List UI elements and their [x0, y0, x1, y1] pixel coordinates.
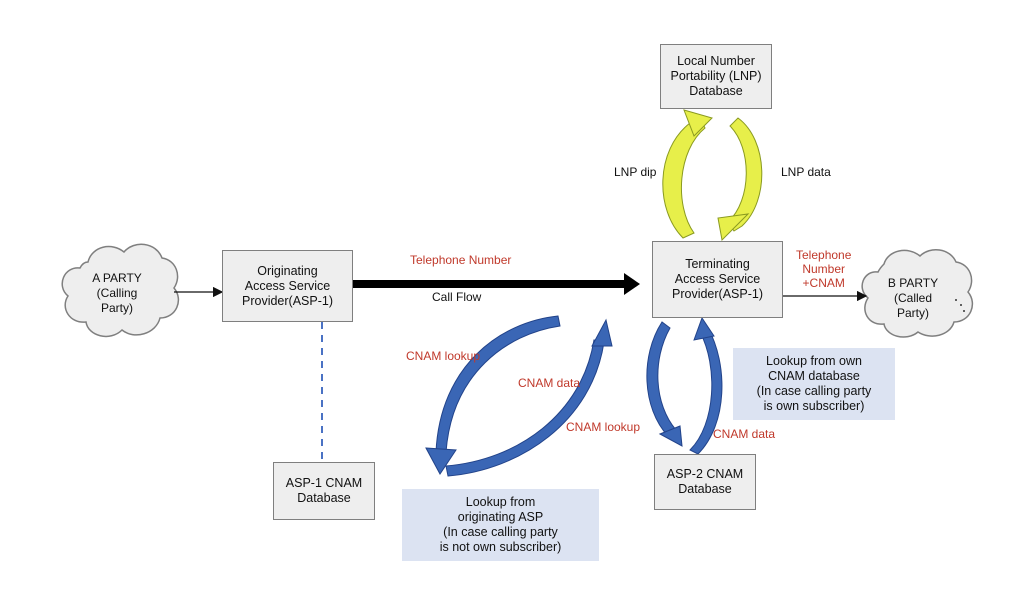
orig-lookup-line-1: Lookup from	[465, 495, 536, 509]
a-party-line-1: A PARTY	[92, 271, 142, 285]
orig-lookup-line-4: is not own subscriber)	[439, 540, 562, 554]
cnam-lookup-right-label: CNAM lookup	[566, 420, 641, 434]
asp2-cnam-line-1: ASP-2 CNAM	[666, 467, 744, 481]
own-lookup-line-4: is own subscriber)	[763, 399, 865, 413]
own-lookup-line-3: (In case calling party	[756, 384, 872, 398]
lnp-data-arrow	[717, 117, 763, 242]
cnam-lookup-right-arrow	[646, 321, 683, 447]
lnp-database-box: Local Number Portability (LNP) Database	[660, 44, 772, 109]
a-party-label: A PARTY (Calling Party)	[82, 271, 152, 316]
telephone-number-cnam-label: Telephone Number +CNAM	[796, 248, 851, 290]
a-party-line-2: (Calling	[96, 286, 138, 300]
asp1-cnam-line-2: Database	[297, 491, 351, 505]
tn-cnam-line-3: +CNAM	[802, 276, 845, 290]
asp2-cnam-database-box: ASP-2 CNAM Database	[654, 454, 756, 510]
asp2-cnam-line-2: Database	[678, 482, 732, 496]
lnp-line-1: Local Number	[677, 54, 755, 68]
originating-line-2: Access Service	[244, 278, 331, 293]
lnp-line-3: Database	[689, 84, 743, 98]
originating-line-3: Provider(ASP-1)	[242, 293, 333, 308]
call-flow-label: Call Flow	[432, 290, 482, 304]
originating-lookup-note: Lookup from originating ASP (In case cal…	[402, 489, 599, 561]
cnam-lookup-left-arrow	[425, 315, 561, 475]
terminating-line-1: Terminating	[685, 257, 750, 271]
b-party-cloud	[861, 249, 974, 338]
terminating-asp-box: Terminating Access Service Provider(ASP-…	[652, 241, 783, 318]
own-lookup-line-2: CNAM database	[768, 369, 860, 383]
cnam-data-right-arrow	[689, 316, 723, 455]
asp1-cnam-line-1: ASP-1 CNAM	[285, 476, 363, 490]
originating-asp-box: Originating Access Service Provider(ASP-…	[222, 250, 353, 322]
cnam-data-left-arrow	[445, 318, 613, 477]
cnam-lookup-left-label: CNAM lookup	[406, 349, 481, 363]
asp1-cnam-database-box: ASP-1 CNAM Database	[273, 462, 375, 520]
terminating-line-3: Provider(ASP-1)	[672, 287, 763, 301]
orig-lookup-line-2: originating ASP	[457, 510, 544, 524]
orig-lookup-line-3: (In case calling party	[443, 525, 558, 539]
a-party-line-3: Party)	[100, 301, 133, 315]
lnp-data-label: LNP data	[781, 165, 831, 179]
a-party-cloud	[61, 243, 180, 338]
b-party-label: B PARTY (Called Party)	[878, 276, 948, 321]
b-party-dots	[955, 299, 965, 312]
terminating-line-2: Access Service	[674, 272, 761, 286]
lnp-dip-label: LNP dip	[614, 165, 657, 179]
b-party-line-1: B PARTY	[887, 276, 939, 290]
telephone-number-label: Telephone Number	[410, 253, 512, 267]
own-lookup-line-1: Lookup from own	[766, 354, 862, 368]
own-cnam-lookup-note: Lookup from own CNAM database (In case c…	[733, 348, 895, 420]
b-party-line-3: Party)	[896, 306, 929, 320]
b-party-line-2: (Called	[893, 291, 932, 305]
lnp-line-2: Portability (LNP)	[670, 69, 762, 83]
tn-cnam-line-2: Number	[802, 262, 846, 276]
lnp-dip-arrow	[662, 109, 713, 239]
call-flow-arrow	[352, 273, 640, 295]
originating-line-1: Originating	[257, 263, 318, 278]
cnam-data-left-label: CNAM data	[518, 376, 581, 390]
cnam-data-right-label: CNAM data	[713, 427, 776, 441]
tn-cnam-line-1: Telephone	[796, 248, 852, 262]
